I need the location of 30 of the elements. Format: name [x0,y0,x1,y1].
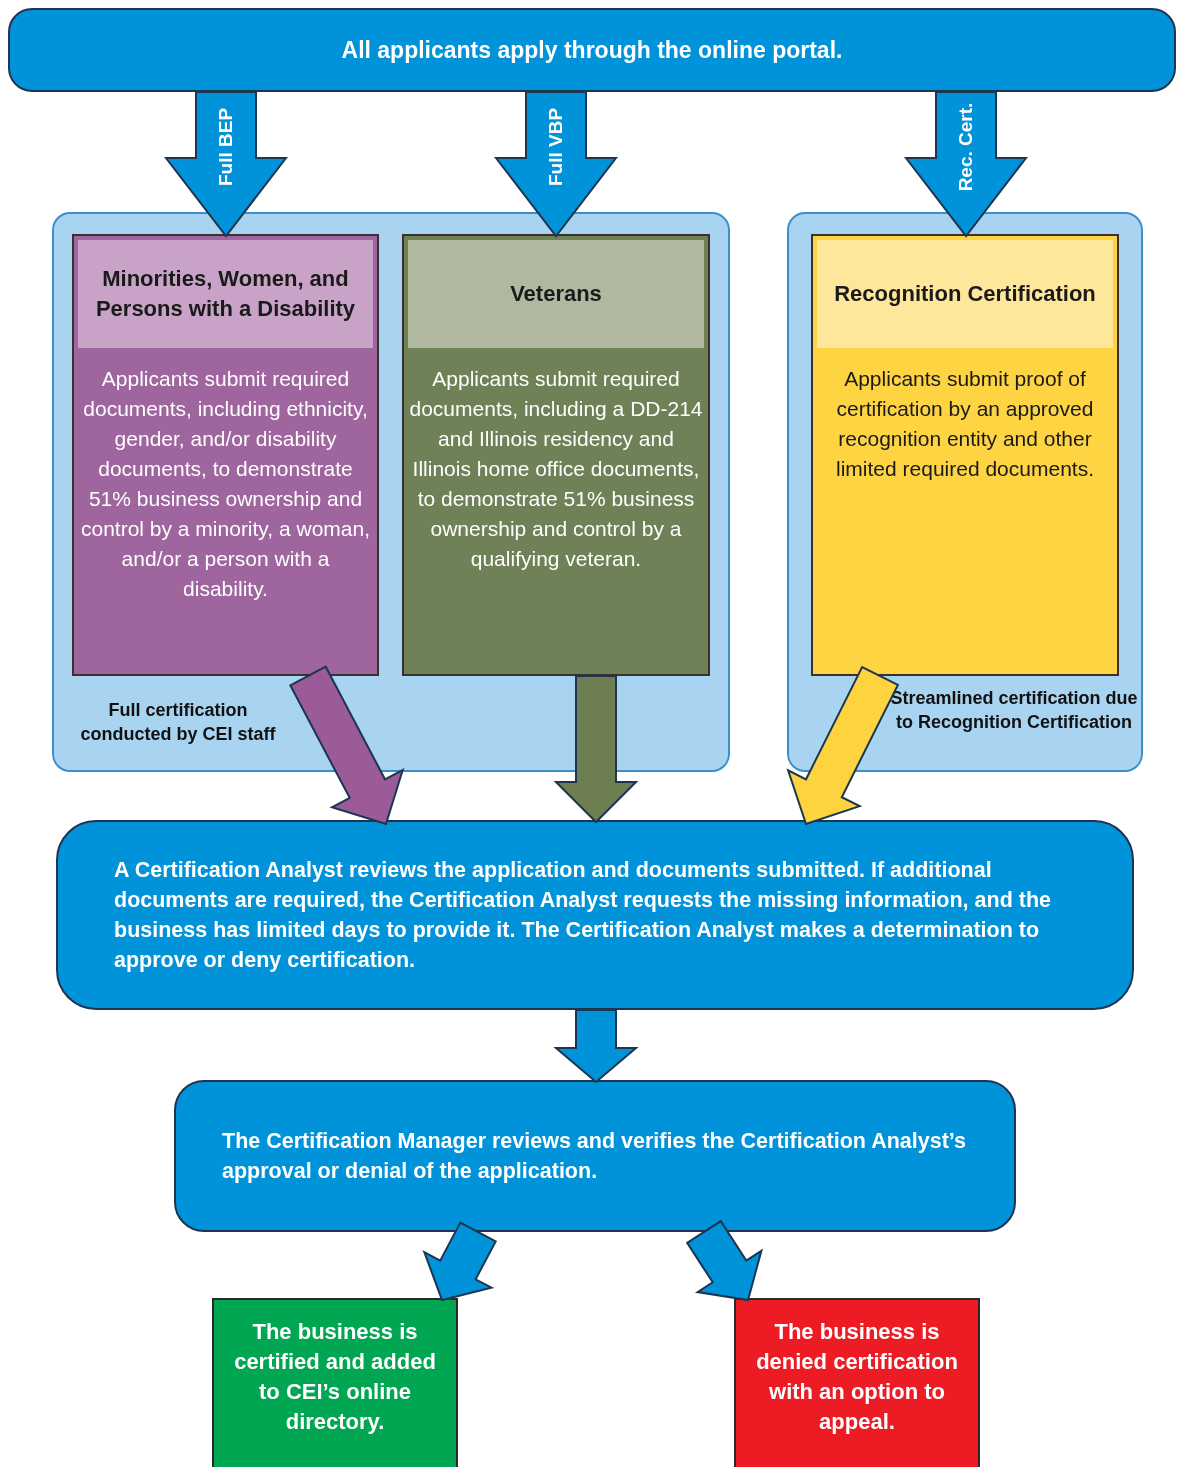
block-arrow [493,91,619,238]
block-arrow [553,675,639,824]
group-panel [52,212,730,772]
card-body-text: Applicants submit required documents, including a DD-214 and Illinois residency and Illinois home office documents, to demonstrate 51% business ownership and control by a qualifying veteran. [408,366,704,572]
category-card [811,234,1119,676]
card-heading: Veterans [408,240,704,348]
panel-note: Streamlined certification due to Recognition Certification [889,687,1139,734]
block-arrow [685,1219,764,1302]
edge-label: Full VBP [545,107,567,186]
block-arrow [422,1221,498,1302]
outcome-box: The business is certified and added to CEI’s online directory. [212,1298,458,1467]
card-body-text: Applicants submit required documents, including ethnicity, gender, and/or disability documents, to demonstrate 51% business ownership and control by a minority, a woman, and/or a person with a disability. [79,366,372,602]
category-card [402,234,710,676]
edge-label: Full BEP [215,107,237,186]
outcome-box: The business is denied certification with an option to appeal. [734,1298,980,1467]
group-panel [787,212,1143,772]
card-body-text: Applicants submit proof of certification by an approved recognition entity and other limited required documents. [835,366,1095,482]
process-box: A Certification Analyst reviews the application and documents submitted. If additional documents are required, the Certification Analyst requests the missing information, and the business has limited days to provide it. The Certification Analyst makes a determination to approve or deny certification. [56,820,1134,1010]
block-arrow [786,665,900,826]
edge-label: Rec. Cert. [955,102,977,192]
start-banner: All applicants apply through the online portal. [8,8,1176,92]
block-arrow [288,665,405,826]
process-box: The Certification Manager reviews and verifies the Certification Analyst’s approval or denial of the application. [174,1080,1016,1232]
panel-note: Full certification conducted by CEI staff [79,699,277,746]
card-heading: Minorities, Women, and Persons with a Disability [78,240,373,348]
block-arrow [903,91,1029,238]
card-heading: Recognition Certification [817,240,1113,348]
category-card [72,234,379,676]
block-arrow [163,91,289,238]
block-arrow [553,1009,639,1084]
